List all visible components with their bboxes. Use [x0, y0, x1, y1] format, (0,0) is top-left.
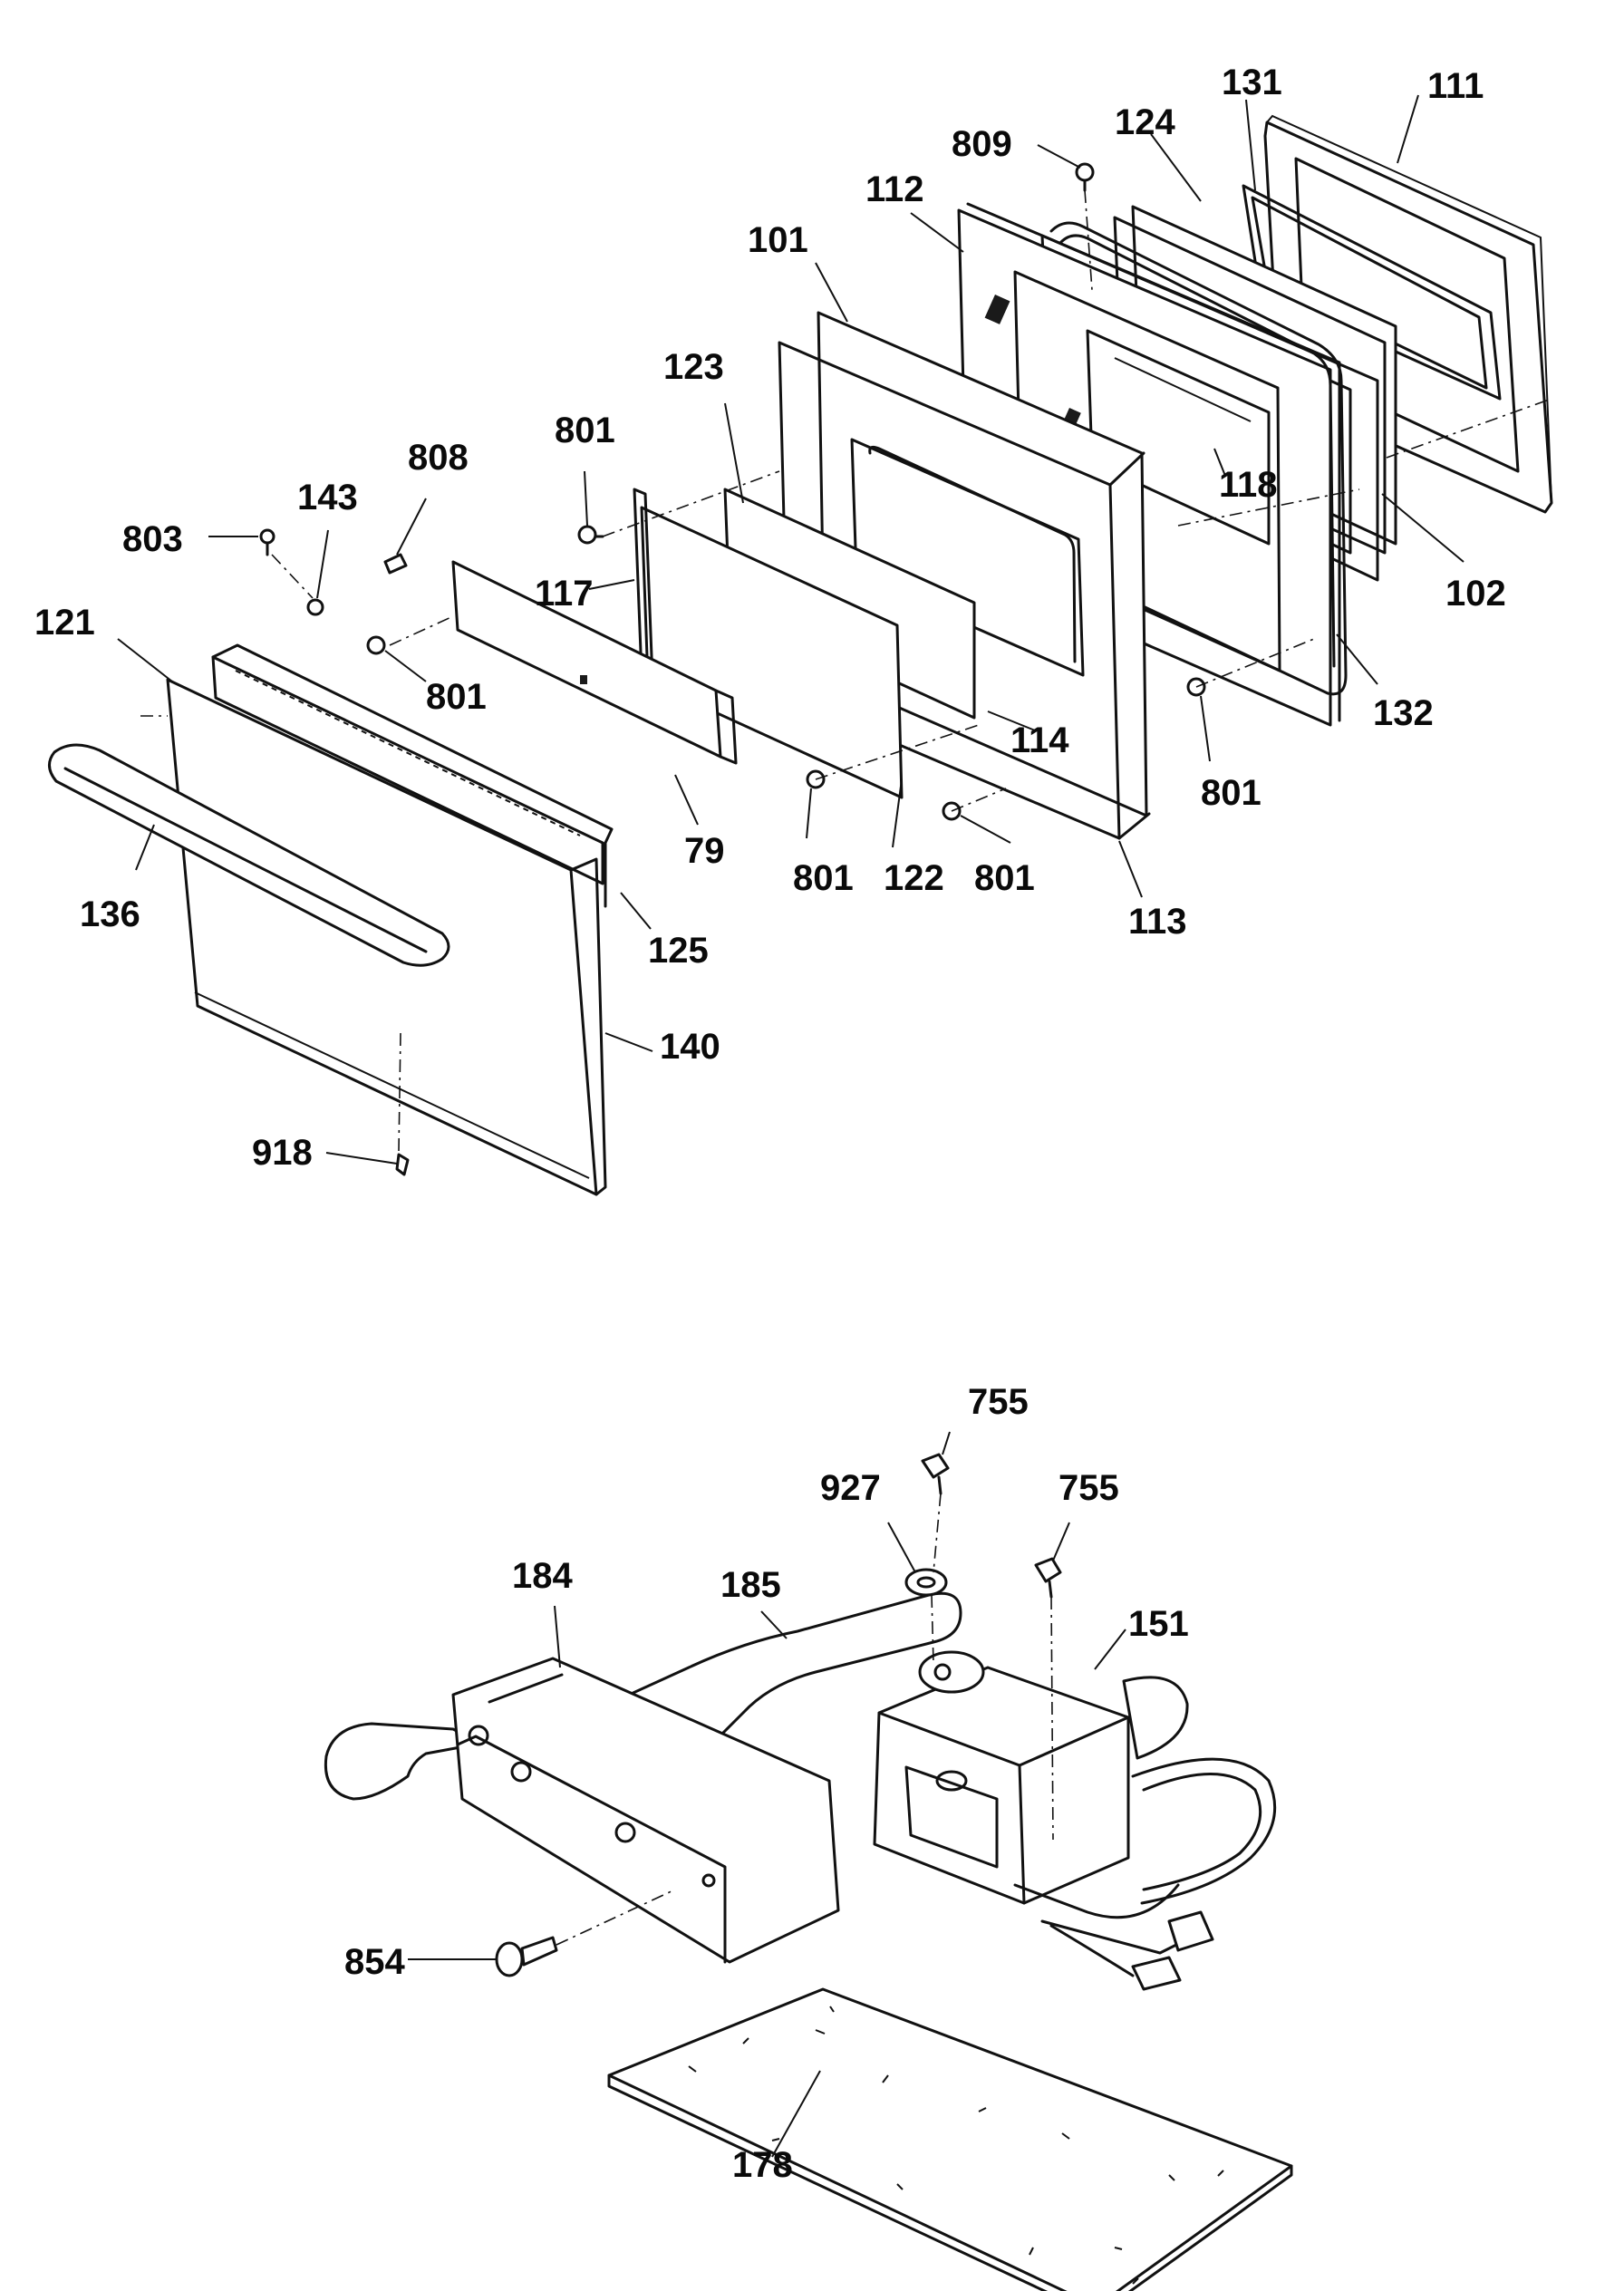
callout-801-right: 801	[1201, 773, 1262, 813]
callout-102: 102	[1445, 574, 1506, 614]
part-132-door-gasket	[1049, 221, 1348, 696]
screw-803	[259, 528, 276, 556]
callout-112: 112	[865, 169, 924, 209]
screw-755-left	[921, 1453, 950, 1495]
door-lock-assembly	[324, 1453, 1293, 2291]
callout-124: 124	[1115, 102, 1175, 142]
callout-801-upper: 801	[555, 411, 615, 450]
part-151-lock-motor	[873, 1650, 1277, 1991]
callout-123: 123	[663, 347, 724, 387]
part-131-gasket	[1242, 184, 1502, 401]
callout-927: 927	[820, 1468, 881, 1508]
callout-854: 854	[344, 1942, 405, 1982]
callout-114: 114	[1010, 720, 1069, 760]
callout-labels: 111 131 124 809 112 101 123 801 808 143 …	[34, 63, 1506, 2185]
callout-801-left: 801	[426, 677, 487, 717]
callout-809: 809	[952, 124, 1012, 164]
part-79-heat-shield	[451, 560, 738, 765]
screw-918	[395, 1153, 410, 1176]
callout-801-lower: 801	[974, 858, 1035, 898]
leader-lines	[117, 94, 1464, 2158]
part-118-window-glass	[1086, 329, 1271, 546]
callout-125: 125	[648, 931, 709, 971]
part-178-insulation-pad	[607, 1987, 1293, 2291]
callout-178: 178	[732, 2145, 793, 2185]
callout-113: 113	[1128, 902, 1187, 942]
callout-918: 918	[252, 1133, 313, 1173]
callout-808: 808	[408, 438, 469, 478]
screw-755-right	[1034, 1557, 1062, 1599]
callout-184: 184	[512, 1556, 573, 1596]
screw-801-left	[366, 635, 386, 655]
part-125-outer-door-frame	[211, 643, 614, 908]
part-184-lock-hook-bracket	[324, 1657, 840, 1964]
callout-118: 118	[1219, 465, 1278, 505]
oven-door-assembly	[48, 114, 1553, 1196]
callout-143: 143	[297, 478, 358, 517]
callout-803: 803	[122, 519, 183, 559]
screw-854	[495, 1936, 558, 1977]
callout-121: 121	[34, 603, 95, 643]
callout-101: 101	[748, 220, 808, 260]
callout-140: 140	[660, 1027, 720, 1067]
callout-132: 132	[1373, 693, 1434, 733]
callout-151: 151	[1128, 1604, 1189, 1644]
screw-801-upper	[577, 525, 604, 545]
callout-136: 136	[80, 894, 140, 934]
screw-809	[1075, 162, 1095, 192]
callout-801-center: 801	[793, 858, 854, 898]
part-136-door-handle	[48, 743, 450, 967]
clip-143	[306, 598, 324, 616]
screw-808	[383, 553, 408, 575]
callout-185: 185	[720, 1565, 781, 1605]
callout-122: 122	[884, 858, 944, 898]
callout-755-right: 755	[1058, 1468, 1119, 1508]
callout-117: 117	[535, 574, 594, 614]
callout-79: 79	[684, 831, 725, 871]
callout-755-left: 755	[968, 1382, 1029, 1422]
callout-131: 131	[1222, 63, 1282, 102]
washer-927	[904, 1568, 948, 1597]
callout-111: 111	[1427, 66, 1484, 106]
